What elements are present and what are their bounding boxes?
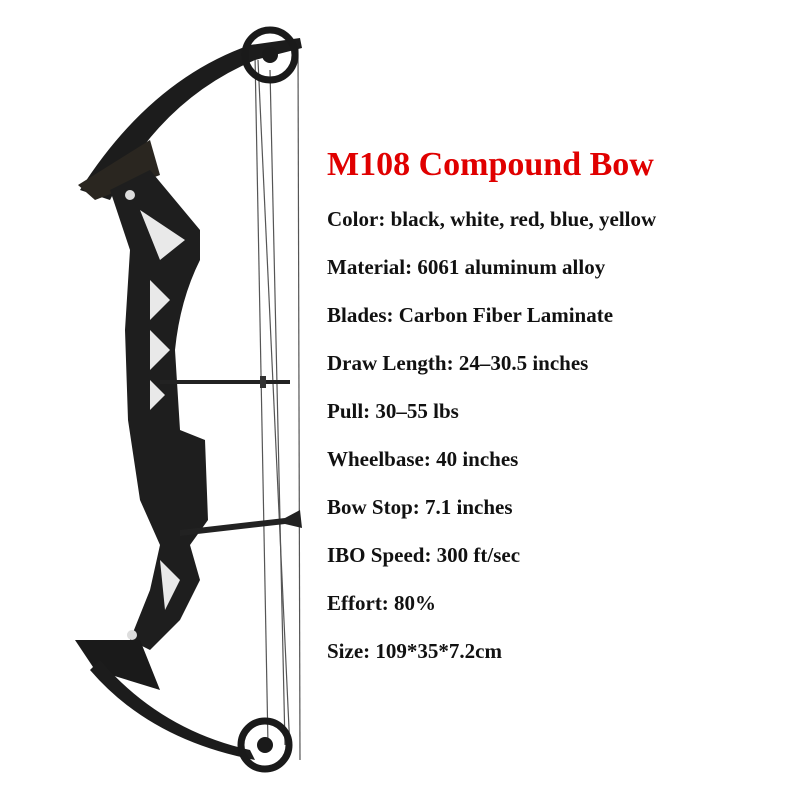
spec-effort: Effort: 80% — [327, 591, 437, 615]
arrow-rest — [160, 380, 290, 384]
spec-bow-stop: Bow Stop: 7.1 inches — [327, 495, 513, 519]
spec-size: Size: 109*35*7.2cm — [327, 639, 502, 663]
spec-draw-length: Draw Length: 24–30.5 inches — [327, 351, 589, 375]
lower-cam — [237, 717, 293, 773]
compound-bow-image — [0, 0, 320, 800]
spec-ibo-speed: IBO Speed: 300 ft/sec — [327, 543, 521, 567]
spec-wheelbase: Wheelbase: 40 inches — [327, 447, 519, 471]
spec-blades: Blades: Carbon Fiber Laminate — [327, 303, 614, 327]
spec-color: Color: black, white, red, blue, yellow — [327, 207, 657, 231]
product-title: M108 Compound Bow — [327, 146, 654, 183]
spec-material: Material: 6061 aluminum alloy — [327, 255, 606, 279]
upper-cam — [241, 26, 299, 84]
spec-pull: Pull: 30–55 lbs — [327, 399, 459, 423]
bow-illustration — [75, 26, 302, 773]
stabilizer — [180, 510, 302, 536]
bow-strings — [254, 44, 301, 761]
